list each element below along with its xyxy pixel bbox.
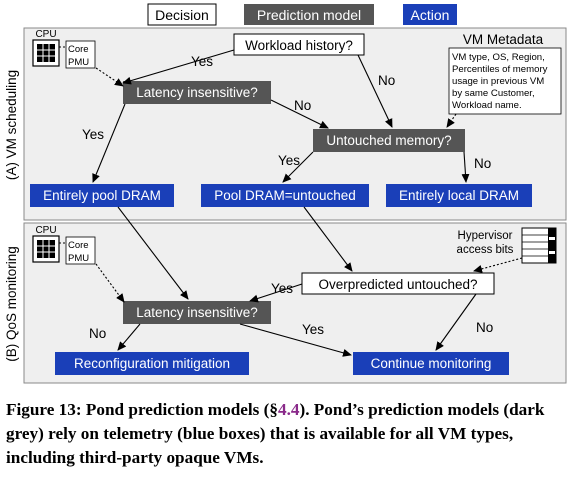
entirely-local-dram-label: Entirely local DRAM (399, 188, 519, 203)
decision-overpredicted-untouched (301, 272, 495, 295)
pool-dram-untouched-label: Pool DRAM=untouched (214, 188, 355, 203)
vm-metadata-lines: VM type, OS, Region,Percentiles of memor… (452, 52, 548, 111)
legend: Decision Prediction model Action (147, 3, 457, 26)
vm-metadata-line: VM type, OS, Region, (452, 52, 545, 63)
model-latency-insensitive-b (123, 301, 271, 324)
vm-metadata-line: Workload name. (452, 100, 522, 111)
section-a-label: (A) VM scheduling (4, 70, 19, 180)
edge-label-a-yes-1: Yes (191, 54, 213, 69)
pmu-label-a: PMU (68, 57, 89, 68)
latency-insensitive-b-label: Latency insensitive? (136, 305, 258, 320)
model-latency-insensitive-a (123, 81, 271, 104)
core-label-b: Core (68, 240, 89, 251)
legend-decision-label: Decision (155, 7, 209, 23)
latency-insensitive-a-label: Latency insensitive? (136, 85, 258, 100)
vm-metadata-box (448, 47, 562, 115)
hypervisor-label-line1: Hypervisor (458, 230, 513, 242)
entirely-pool-dram-label: Entirely pool DRAM (43, 188, 161, 203)
pmu-label-b: PMU (68, 253, 89, 264)
action-entirely-pool-dram (30, 184, 174, 207)
vm-metadata-line: by same Customer, (452, 88, 535, 99)
edge-label-b-yes-1: Yes (271, 281, 293, 296)
overpredicted-untouched-label: Overpredicted untouched? (318, 277, 477, 292)
edge-label-b-no-2: No (89, 326, 106, 341)
edge-label-b-yes-2: Yes (302, 322, 324, 337)
cpu-icon: CPU (32, 29, 60, 67)
caption-section-ref[interactable]: 4.4 (277, 400, 300, 419)
edge-label-a-no-1: No (378, 73, 395, 88)
core-label-a: Core (68, 44, 89, 55)
caption-prefix: Figure 13: Pond prediction models (§ (6, 400, 278, 419)
legend-action-swatch (403, 4, 457, 25)
edge-label-a-yes-2: Yes (82, 127, 104, 142)
section-b-label: (B) QoS monitoring (4, 246, 19, 362)
action-continue-monitoring (353, 352, 509, 375)
continue-monitoring-label: Continue monitoring (371, 356, 492, 371)
untouched-memory-label: Untouched memory? (326, 133, 451, 148)
edge-label-a-yes-3: Yes (278, 153, 300, 168)
caption-suffix: ). Pond’s prediction models (dark grey) … (6, 400, 545, 467)
core-pmu-box-a (65, 40, 96, 69)
legend-prediction-model-label: Prediction model (257, 7, 361, 23)
action-reconfiguration-mitigation (55, 352, 249, 375)
figure-caption: Figure 13: Pond prediction models (§4.4)… (6, 398, 568, 470)
cpu-icon: CPU (32, 225, 60, 263)
vm-metadata-title: VM Metadata (463, 32, 544, 47)
section-a-arrows (92, 49, 470, 183)
vm-metadata-line: Percentiles of memory (452, 64, 548, 75)
cpu-label-a: CPU (35, 29, 56, 40)
edge-label-a-no-2: No (294, 98, 311, 113)
edge-label-b-no-1: No (476, 320, 493, 335)
legend-decision-swatch (147, 3, 217, 26)
reconfiguration-mitigation-label: Reconfiguration mitigation (74, 356, 230, 371)
model-untouched-memory (313, 129, 465, 152)
core-pmu-box-b (65, 236, 96, 265)
legend-action-label: Action (411, 7, 450, 23)
cpu-label-b: CPU (35, 225, 56, 236)
workload-history-label: Workload history? (245, 38, 353, 53)
action-entirely-local-dram (386, 184, 532, 207)
vm-metadata-line: usage in previous VM (452, 76, 544, 87)
action-pool-dram-untouched (201, 184, 369, 207)
pond-prediction-diagram: Decision Prediction model Action (A) VM … (4, 3, 567, 384)
legend-prediction-model-swatch (244, 4, 374, 25)
hypervisor-label-line2: access bits (457, 244, 514, 256)
section-b-arrows (95, 206, 523, 357)
edge-label-a-no-3: No (474, 156, 491, 171)
decision-workload-history (233, 33, 365, 56)
access-bits-grid-icon (521, 227, 557, 264)
